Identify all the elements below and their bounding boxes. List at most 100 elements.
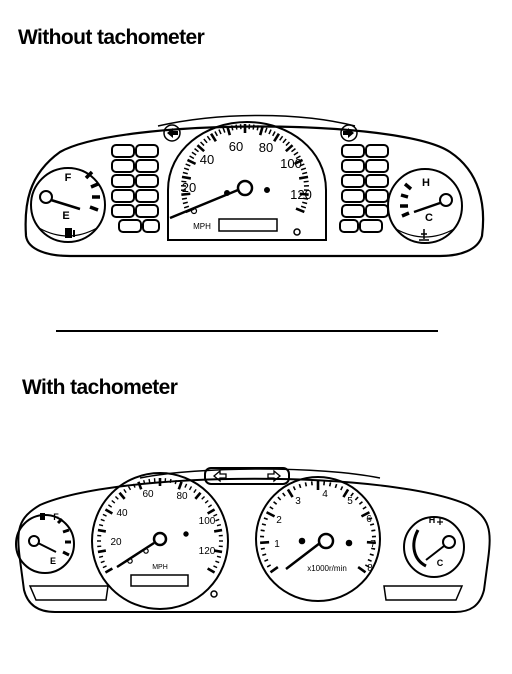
- cluster-without-tachometer: [24, 114, 485, 258]
- minor-tick: [350, 492, 354, 497]
- major-tick: [357, 566, 367, 574]
- minor-tick: [282, 138, 287, 144]
- minor-tick: [182, 171, 188, 175]
- tachometer: [255, 476, 381, 602]
- speedo-label: 60: [142, 489, 154, 500]
- minor-tick: [269, 506, 274, 510]
- minor-tick: [300, 167, 307, 171]
- warning-lamp-panel-right: [339, 144, 389, 233]
- fuel-pump-icon: [65, 228, 75, 238]
- speedo-label: 100: [199, 516, 216, 527]
- minor-tick: [203, 138, 208, 144]
- fuel-pump-icon: [40, 513, 45, 520]
- trip-reset-knob: [210, 590, 218, 598]
- cluster-outline: [17, 477, 491, 613]
- major-tick: [265, 511, 276, 518]
- major-tick: [298, 175, 309, 180]
- thermometer-icon: [437, 517, 443, 525]
- speedo-label: 40: [116, 508, 128, 519]
- cluster-with-labels: 20 40 60 80 100 120 MPH 1 2 3 4 5 6 7 8 …: [50, 489, 444, 574]
- minor-tick: [252, 124, 255, 130]
- tacho-label: 4: [322, 489, 328, 500]
- minor-tick: [183, 205, 190, 209]
- minor-tick: [264, 127, 268, 133]
- minor-tick: [263, 517, 268, 521]
- fuel-full-label: F: [53, 512, 59, 522]
- minor-tick: [213, 565, 218, 569]
- speedo-label: 20: [182, 180, 196, 195]
- minor-tick: [123, 488, 127, 494]
- major-tick: [213, 549, 223, 554]
- major-tick: [285, 144, 294, 153]
- minor-tick: [340, 486, 344, 491]
- major-tick: [196, 144, 205, 153]
- minor-tick: [292, 486, 296, 491]
- major-tick: [258, 126, 264, 136]
- minor-tick: [132, 483, 136, 488]
- major-tick: [269, 566, 279, 574]
- minor-tick: [299, 163, 305, 167]
- minor-tick: [256, 125, 260, 131]
- heading-without-tachometer: Without tachometer: [18, 26, 205, 49]
- minor-tick: [268, 129, 272, 135]
- major-tick: [213, 528, 223, 533]
- minor-tick: [369, 523, 375, 526]
- minor-tick: [371, 529, 376, 532]
- warning-lamp-panel-left: [111, 144, 160, 233]
- speedo-unit-label: MPH: [193, 222, 211, 231]
- speedo-label: 100: [280, 156, 302, 171]
- tacho-label: 1: [274, 539, 280, 550]
- major-tick: [118, 491, 126, 500]
- minor-tick: [262, 553, 267, 556]
- minor-tick: [291, 148, 296, 153]
- minor-tick: [181, 197, 188, 200]
- lower-left-pocket: [28, 585, 109, 601]
- speedo-label: 80: [259, 140, 273, 155]
- minor-tick: [194, 148, 199, 153]
- minor-tick: [277, 496, 282, 501]
- minor-tick: [272, 131, 276, 137]
- minor-tick: [107, 504, 113, 508]
- speedometer: [167, 120, 327, 241]
- minor-tick: [293, 151, 299, 156]
- major-tick: [260, 540, 270, 545]
- minor-tick: [218, 129, 222, 135]
- minor-tick: [285, 141, 290, 147]
- tacho-label: 2: [276, 515, 282, 526]
- minor-tick: [111, 499, 116, 504]
- minor-tick: [143, 479, 146, 485]
- major-tick: [299, 192, 309, 196]
- minor-tick: [204, 499, 209, 504]
- minor-tick: [300, 205, 307, 209]
- minor-tick: [260, 529, 265, 532]
- minor-tick: [102, 565, 107, 569]
- minor-tick: [213, 513, 218, 517]
- temp-cold-label: C: [425, 212, 433, 224]
- temp-hot-label: H: [422, 177, 430, 189]
- turn-signal-left-icon: [212, 469, 227, 483]
- fuel-empty-label: E: [50, 556, 56, 566]
- major-tick: [181, 175, 192, 180]
- major-tick: [273, 133, 281, 143]
- major-tick: [206, 508, 216, 515]
- minor-tick: [102, 513, 107, 517]
- temp-cold-label: C: [437, 558, 444, 568]
- speedo-label: 40: [200, 152, 214, 167]
- minor-tick: [369, 553, 374, 556]
- minor-tick: [295, 155, 301, 160]
- minor-tick: [216, 524, 222, 527]
- major-tick: [366, 540, 376, 545]
- minor-tick: [188, 486, 193, 491]
- minor-tick: [98, 524, 104, 527]
- tacho-label: 6: [366, 514, 372, 525]
- minor-tick: [303, 180, 309, 183]
- minor-tick: [354, 496, 359, 501]
- minor-tick: [183, 167, 190, 171]
- minor-tick: [302, 201, 308, 205]
- minor-tick: [298, 483, 302, 489]
- minor-tick: [334, 483, 338, 489]
- minor-tick: [182, 201, 188, 205]
- minor-tick: [230, 125, 234, 131]
- major-tick: [295, 207, 305, 214]
- turn-signal-right-icon: [267, 469, 282, 483]
